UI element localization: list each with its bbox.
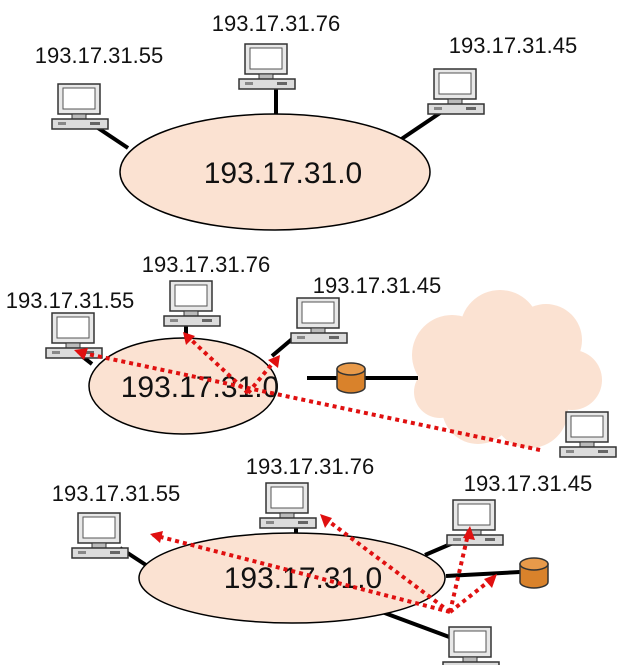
arrowhead [320,514,332,528]
arrowhead [463,526,475,540]
host-ip-label: 193.17.31.45 [464,471,592,496]
traffic-arrow [152,533,451,614]
computer-icon [71,512,129,559]
computer-icon [259,482,317,529]
computer-icon [238,43,296,90]
link-host-45 [398,111,442,142]
computer-icon [163,280,221,327]
host-ip-label: 193.17.31.55 [35,43,163,68]
computer-icon [427,68,485,115]
host-ip-label: 193.17.31.55 [52,481,180,506]
diagram-3: 193.17.31.0 193.17.31.55 193.17.31.76 19… [52,454,592,665]
host-ip-label: 193.17.31.76 [142,252,270,277]
lan-ellipse [119,113,431,231]
host-ip-label: 193.17.31.45 [313,273,441,298]
arrowhead [183,332,195,345]
network-label: 193.17.31.0 [224,562,382,595]
arrowhead [150,531,163,543]
host-ip-label: 193.17.31.45 [449,33,577,58]
computer-icon [559,411,617,458]
traffic-arrows [74,332,541,452]
host-ip-label: 193.17.31.55 [6,288,134,313]
router-icon [336,362,366,394]
arrowhead [74,348,88,360]
traffic-arrow [321,515,452,614]
link-remote-host [381,610,453,640]
network-label: 193.17.31.0 [204,157,362,190]
computer-icon [442,626,500,665]
traffic-arrow [77,350,541,452]
computer-icon [446,499,504,546]
traffic-arrow [448,576,495,614]
computer-icon [290,297,348,344]
traffic-arrow [184,333,250,395]
host-ip-label: 193.17.31.76 [246,454,374,479]
computer-icon [45,312,103,359]
diagram-1: 193.17.31.0 193.17.31.55 193.17.31.76 19… [35,11,577,231]
host-ip-label: 193.17.31.76 [212,11,340,36]
link-router [445,570,521,578]
traffic-arrow [448,529,471,613]
computer-icon [51,83,109,130]
arrowhead [484,574,497,588]
router-icon [519,557,549,589]
lan-ellipse [138,532,446,624]
diagram-2: 193.17.31.0 193.17.31.55 193.17.31.76 19… [6,252,617,458]
arrowhead [268,355,280,368]
traffic-arrows [150,514,497,614]
internet-cloud-icon [412,290,602,448]
lan-ellipse [88,337,278,435]
